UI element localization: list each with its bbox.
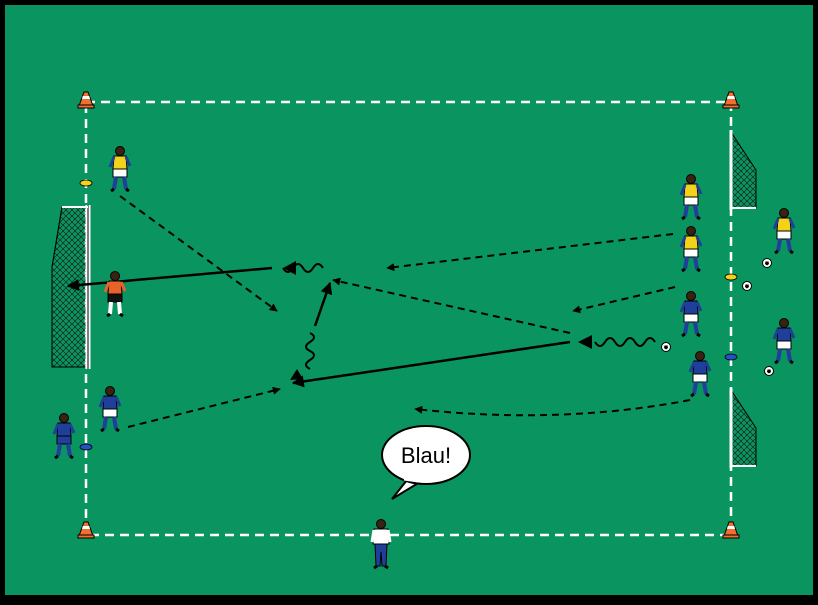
dribble-center-bottom <box>305 332 315 370</box>
run-solid-to-center <box>291 340 571 388</box>
run-dribble-to-center <box>332 277 571 334</box>
shot-to-goal <box>66 266 273 292</box>
run-yellow-left-to-center <box>119 195 278 312</box>
ball-outside-right-2 <box>742 281 752 291</box>
ball-right-player <box>661 342 671 352</box>
pass-top-right-to-center <box>386 233 674 272</box>
dribble-arrowheads <box>283 261 592 380</box>
ball-outside-right-1 <box>762 258 772 268</box>
speech-bubble-text: Blau! <box>401 443 451 468</box>
pass-lines <box>119 195 691 428</box>
mini-goal-bottom-right <box>729 388 757 468</box>
marker-yellow-left <box>79 179 93 187</box>
marker-yellow-right <box>724 273 738 281</box>
shot-lines <box>66 266 571 388</box>
pitch <box>5 5 813 595</box>
dribble-right <box>594 337 656 347</box>
pass-right-to-dribble <box>572 286 676 314</box>
run-bottom-right-curve <box>414 399 691 417</box>
ball-outside-right-3 <box>764 366 774 376</box>
marker-blue-right <box>724 353 738 361</box>
pass-bottom-left-to-center <box>127 386 281 428</box>
speech-bubble: Blau! <box>381 425 471 500</box>
mini-goal-top-right <box>729 130 757 210</box>
marker-blue-left <box>79 443 93 451</box>
run-up-center <box>313 281 333 327</box>
